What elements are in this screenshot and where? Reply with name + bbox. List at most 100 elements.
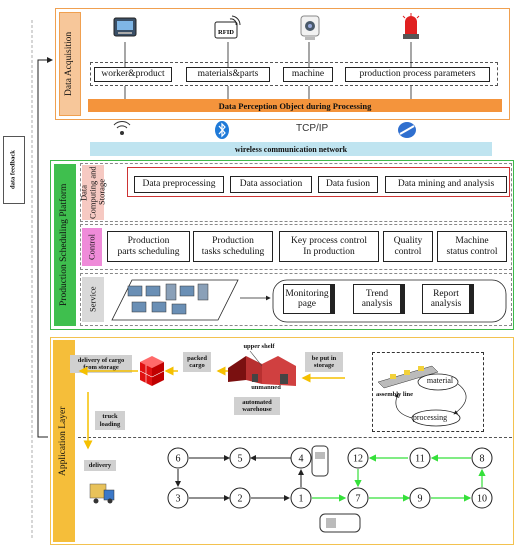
car-bottom-icon xyxy=(319,513,361,533)
rfid-icon: RFID xyxy=(212,14,242,42)
route-node xyxy=(471,447,493,469)
route-node xyxy=(229,487,251,509)
route-node-label: 7 xyxy=(356,494,361,505)
control-item-line1: Production xyxy=(212,236,254,247)
camera-icon xyxy=(298,14,322,42)
route-node xyxy=(290,447,312,469)
control-item-line2: parts scheduling xyxy=(117,246,180,257)
data-acquisition-title: Data Acquisition xyxy=(59,12,81,116)
control-row xyxy=(80,224,512,270)
route-node-label: 12 xyxy=(353,454,363,465)
rfid-icon-label: RFID xyxy=(218,29,234,36)
object-process-parameters: production process parameters xyxy=(345,67,490,82)
route-node-label: 6 xyxy=(176,454,181,465)
label-line1: delivery of cargo xyxy=(77,356,125,364)
control-label: Control xyxy=(82,228,102,266)
control-item-line1: Production xyxy=(127,236,170,247)
computing-label: Data Computing and Storage xyxy=(78,165,107,220)
service-row xyxy=(80,273,512,326)
label-line1: truck xyxy=(102,413,118,421)
route-node-label: 11 xyxy=(415,454,425,465)
cycle-assembly-line: assembly line xyxy=(376,391,414,398)
label-line2: loading xyxy=(99,420,121,428)
route-node-label: 2 xyxy=(238,494,243,505)
alarm-light-icon xyxy=(400,12,422,42)
service-item-line1: Report xyxy=(433,288,459,299)
label-line1: packed xyxy=(187,354,207,362)
route-node xyxy=(347,487,369,509)
route-node-label: 5 xyxy=(238,454,243,465)
object-machine: machine xyxy=(283,67,333,82)
computing-row xyxy=(80,163,512,222)
network-bar: wireless communication network xyxy=(90,142,492,156)
network-globe-icon xyxy=(396,120,418,140)
unmanned-label: unmanned xyxy=(251,384,281,391)
route-node xyxy=(409,487,431,509)
label-line2: warehouse xyxy=(242,406,272,413)
upper-shelf-label: upper shelf xyxy=(243,343,275,350)
terminal-scanner-icon xyxy=(112,16,138,40)
service-item-line2: analysis xyxy=(361,299,393,309)
wireless-signal-icon xyxy=(112,121,132,139)
assembly-cycle-box xyxy=(372,352,484,432)
route-node xyxy=(229,447,251,469)
perception-bar: Data Perception Object during Processing xyxy=(88,99,502,112)
server-computers-icon xyxy=(127,283,209,315)
label-line2: cargo xyxy=(189,362,205,369)
platform-title: Production Scheduling Platform xyxy=(54,164,76,326)
data-fusion: Data fusion xyxy=(318,176,378,193)
perception-objects-group xyxy=(90,62,498,86)
control-item-line1: Machine xyxy=(455,236,489,247)
route-node-label: 3 xyxy=(176,494,181,505)
tcp-ip-label: TCP/IP xyxy=(296,123,329,134)
route-node-label: 9 xyxy=(418,494,423,505)
route-node-label: 8 xyxy=(480,454,485,465)
label-line1: be put in xyxy=(311,354,337,362)
control-item-line1: Quality xyxy=(393,236,423,247)
route-node xyxy=(471,487,493,509)
control-item-line2: In production xyxy=(303,246,355,257)
data-acquisition-panel xyxy=(55,8,510,120)
route-node xyxy=(290,487,312,509)
service-item-line2: page xyxy=(298,299,316,309)
label-line2: from storage xyxy=(83,364,119,371)
route-node-label: 4 xyxy=(299,454,304,465)
control-item-line1: Key process control xyxy=(291,236,367,247)
label-line2: storage xyxy=(313,362,335,369)
application-panel xyxy=(50,337,514,545)
application-divider xyxy=(78,437,512,438)
data-association: Data association xyxy=(230,176,312,193)
data-preprocessing: Data preprocessing xyxy=(134,176,224,193)
route-node xyxy=(347,447,369,469)
control-item-line2: status control xyxy=(446,246,498,257)
service-item-line1: Trend xyxy=(365,288,389,299)
route-node xyxy=(409,447,431,469)
service-item-line2: analysis xyxy=(430,299,462,309)
control-item-line2: tasks scheduling xyxy=(201,246,265,257)
object-materials-parts: materials&parts xyxy=(186,67,270,82)
data-mining-analysis: Data mining and analysis xyxy=(385,176,507,193)
service-label: Service xyxy=(82,277,104,322)
delivery-label: delivery xyxy=(84,460,116,471)
cycle-material: material xyxy=(426,376,454,385)
service-item-line1: Monitoring xyxy=(285,288,329,299)
platform-panel xyxy=(50,160,514,330)
route-node xyxy=(167,447,189,469)
label-line1: automated xyxy=(242,398,272,406)
route-node-label: 10 xyxy=(477,494,487,505)
car-top-icon xyxy=(311,445,329,477)
